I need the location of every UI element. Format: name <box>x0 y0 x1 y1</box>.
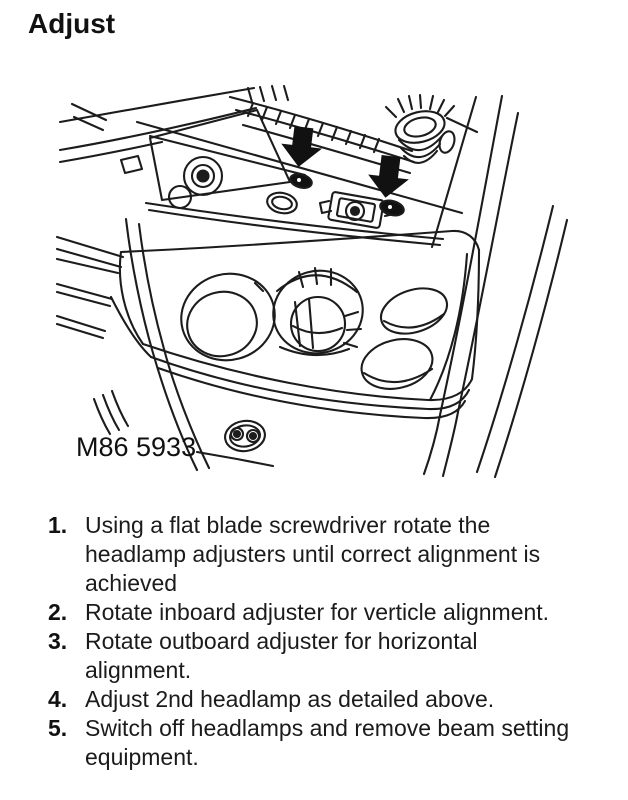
slam-panel <box>58 86 464 215</box>
instruction-step: 1. Using a flat blade screwdriver rotate… <box>48 511 608 598</box>
adjuster-arrows <box>281 126 409 198</box>
headlamp-illustration <box>55 84 569 479</box>
instruction-list: 1. Using a flat blade screwdriver rotate… <box>48 511 608 772</box>
step-text: Switch off headlamps and remove beam set… <box>85 715 570 770</box>
step-number: 2. <box>48 599 68 625</box>
headlamp-housing <box>109 201 481 420</box>
reservoir-cap <box>384 93 479 164</box>
headlamp-adjuster-diagram: M86 5933 <box>55 84 569 479</box>
trim-strip <box>92 217 211 472</box>
instruction-step: 5. Switch off headlamps and remove beam … <box>48 714 608 772</box>
step-text: Rotate outboard adjuster for horizontal … <box>85 628 478 683</box>
step-text: Rotate inboard adjuster for verticle ali… <box>85 599 550 625</box>
indicator-lenses <box>360 287 449 390</box>
inboard-adjuster-arrow <box>281 126 322 167</box>
step-number: 4. <box>48 686 68 712</box>
step-number: 3. <box>48 628 68 654</box>
step-number: 1. <box>48 512 68 538</box>
figure-label-leader-line <box>195 450 275 468</box>
screw-detail <box>224 419 266 453</box>
main-headlamp-lens <box>180 272 276 362</box>
right-fender-lines <box>422 94 569 479</box>
step-text: Using a flat blade screwdriver rotate th… <box>85 512 541 596</box>
step-number: 5. <box>48 715 68 741</box>
outboard-adjuster-arrow <box>368 154 409 198</box>
page-title: Adjust <box>28 8 116 39</box>
adjuster-hardware <box>266 173 405 229</box>
instruction-step: 3. Rotate outboard adjuster for horizont… <box>48 627 608 685</box>
step-text: Adjust 2nd headlamp as detailed above. <box>85 686 495 712</box>
inner-headlamp-lens <box>272 266 364 357</box>
instruction-step: 2. Rotate inboard adjuster for verticle … <box>48 598 608 627</box>
figure-reference-label: M86 5933 <box>76 432 197 462</box>
instruction-step: 4. Adjust 2nd headlamp as detailed above… <box>48 685 608 714</box>
